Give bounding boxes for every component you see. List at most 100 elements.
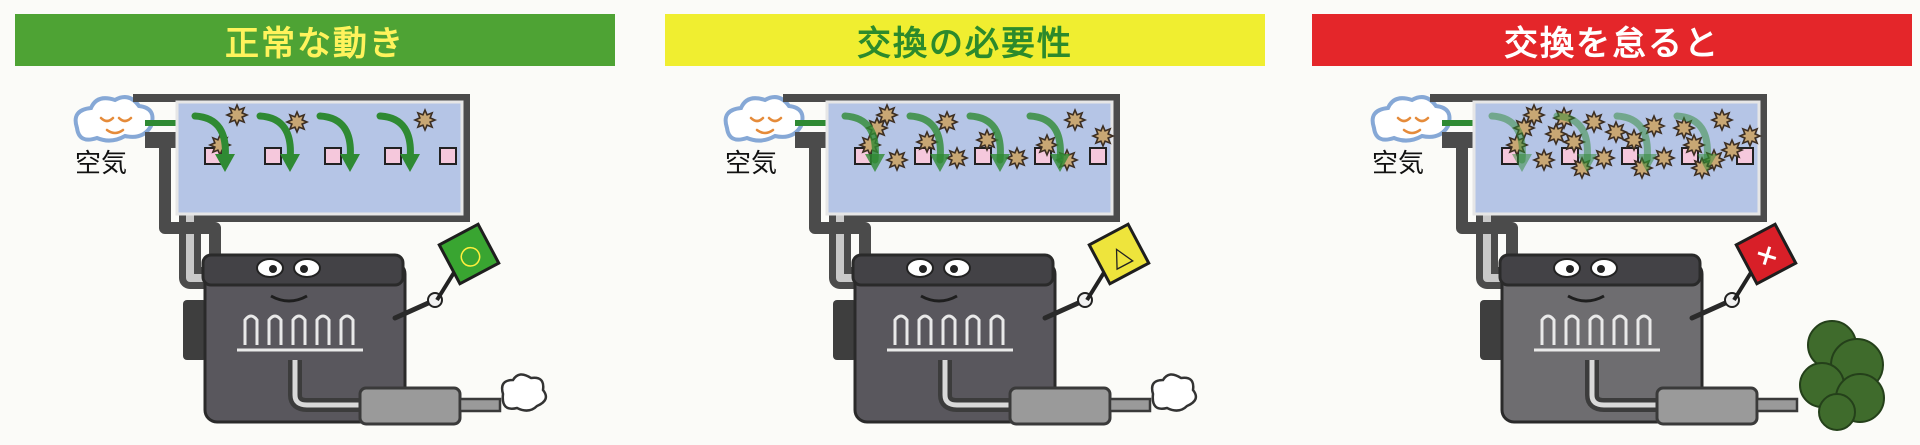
sign-board — [1087, 222, 1151, 286]
panel-title-banner: 交換を怠ると — [1312, 14, 1912, 66]
dust-particle-icon — [1090, 123, 1116, 149]
dust-particle-icon — [944, 145, 970, 171]
airflow-arrowhead — [1577, 154, 1597, 172]
engine-mouth — [270, 294, 308, 303]
engine-pupil-left — [919, 265, 927, 273]
airflow-arrow — [966, 112, 1004, 164]
dust-particle-icon — [884, 147, 910, 173]
dust-particle-icon — [874, 102, 900, 128]
air-cloud-icon — [723, 95, 805, 143]
engine-manifold — [887, 314, 1013, 352]
airflow-arrow — [841, 112, 879, 164]
airflow-arrowhead — [215, 154, 235, 172]
airflow-arrows — [191, 112, 420, 172]
exhaust-pipe-inner — [942, 360, 1010, 408]
dust-particle-icon — [1603, 119, 1629, 145]
panel-title-banner: 正常な動き — [15, 14, 615, 66]
dust-particle-icon — [224, 102, 250, 128]
filter-cell — [974, 147, 992, 165]
dust-particle-icon — [1004, 145, 1030, 171]
engine-mount — [833, 300, 857, 360]
engine-pupil-right — [950, 265, 958, 273]
airflow-arrow — [256, 112, 294, 164]
sign-board — [1734, 222, 1798, 286]
filter-cell — [1089, 147, 1107, 165]
engine-mouth — [1567, 294, 1605, 303]
panel-normal: 正常な動き 空気 ○ — [15, 0, 635, 445]
panel-title: 交換の必要性 — [857, 23, 1073, 64]
cloud-face — [99, 116, 133, 135]
status-sign: △ — [1085, 222, 1151, 302]
air-label: 空気 — [1372, 149, 1424, 179]
dust-particle-icon — [1591, 145, 1617, 171]
dust-particles — [1504, 102, 1763, 181]
cloud-shape — [723, 95, 805, 143]
filter-cell — [264, 147, 282, 165]
engine-manifold — [237, 314, 363, 352]
filter-cell — [384, 147, 402, 165]
dust-particle-icon — [1651, 145, 1677, 171]
airflow-arrowhead — [400, 154, 420, 172]
panel-needs-replacement: 交換の必要性 空気 △ — [665, 0, 1285, 445]
airflow-arrow — [1488, 112, 1526, 164]
airflow-arrow — [1613, 112, 1651, 164]
muffler — [358, 386, 462, 426]
airflow-arrow — [1553, 112, 1591, 164]
panel-illustration: 空気 × — [1370, 94, 1885, 431]
dust-particle-icon — [1521, 102, 1547, 128]
tailpipe — [1755, 397, 1799, 413]
filter-cell — [914, 147, 932, 165]
panel-illustration: 空気 △ — [723, 94, 1198, 426]
dust-particle-icon — [934, 109, 960, 135]
filter-cell — [324, 147, 342, 165]
airflow-arrowhead — [1512, 154, 1532, 172]
airflow-arrowhead — [1697, 154, 1717, 172]
engine-mount — [183, 300, 207, 360]
status-sign: × — [1732, 222, 1798, 302]
air-cloud-icon — [1370, 95, 1452, 143]
airflow-arrowhead — [1050, 154, 1070, 172]
dust-particle-icon — [412, 107, 438, 133]
dust-particle-icon — [974, 127, 1000, 153]
panel-title: 交換を怠ると — [1504, 23, 1720, 64]
airflow-arrow — [906, 112, 944, 164]
airflow-arrowhead — [340, 154, 360, 172]
tailpipe — [1108, 397, 1152, 413]
sign-board — [437, 222, 501, 286]
dust-particle-icon — [1062, 107, 1088, 133]
engine-character — [183, 253, 443, 424]
dust-particle-icon — [284, 109, 310, 135]
airflow-arrowhead — [280, 154, 300, 172]
dust-particle-icon — [1737, 123, 1763, 149]
dust-particle-icon — [1531, 147, 1557, 173]
engine-mount — [1480, 300, 1504, 360]
exhaust-pipe-inner — [1589, 360, 1657, 408]
airflow-arrows — [1488, 112, 1717, 172]
panel-title: 正常な動き — [225, 23, 405, 64]
engine-manifold — [1534, 314, 1660, 352]
dust-particle-icon — [1034, 132, 1060, 158]
smoke-blob — [1818, 393, 1856, 431]
dust-particle-icon — [1543, 121, 1569, 147]
panel-title-banner: 交換の必要性 — [665, 14, 1265, 66]
filter-cell — [439, 147, 457, 165]
engine-pupil-left — [269, 265, 277, 273]
panel-neglected: 交換を怠ると 空気 × — [1312, 0, 1920, 445]
status-sign: ○ — [435, 222, 501, 302]
airflow-arrowhead — [865, 154, 885, 172]
exhaust-icon — [288, 360, 548, 426]
airflow-arrow — [1673, 112, 1711, 164]
cloud-face — [749, 116, 783, 135]
dust-particle-icon — [1561, 129, 1587, 155]
filter-element — [204, 147, 457, 165]
engine-mouth — [920, 294, 958, 303]
cloud-shape — [73, 95, 155, 143]
dust-particle-icon — [1681, 132, 1707, 158]
exhaust-pipe-inner — [292, 360, 360, 408]
tailpipe — [458, 397, 502, 413]
dust-particle-icon — [1719, 137, 1745, 163]
airflow-arrow — [316, 112, 354, 164]
panel-illustration: 空気 ○ — [73, 94, 548, 426]
cloud-face — [1396, 116, 1430, 135]
airflow-arrow — [191, 112, 229, 164]
